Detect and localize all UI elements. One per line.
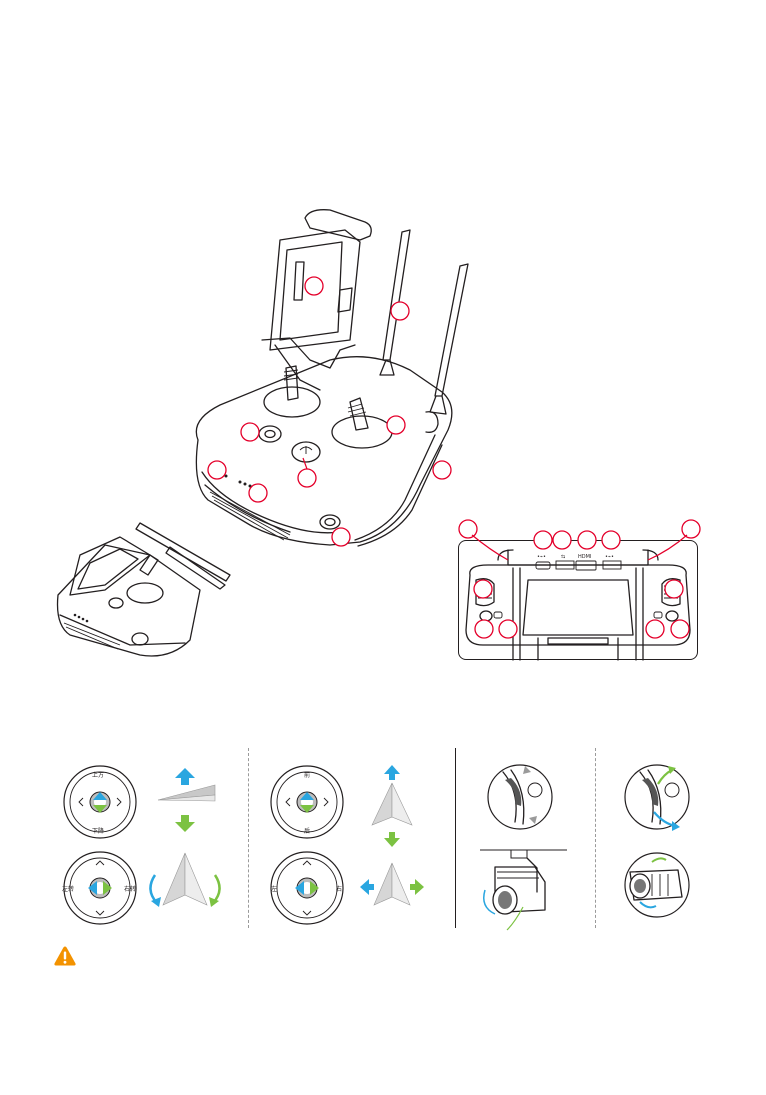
callout-usb-port-rear: [534, 531, 552, 549]
divider-2: [455, 748, 456, 928]
label-roll-right: 右: [336, 885, 342, 893]
callout-device-holder: [305, 277, 323, 295]
stick-panel-left-mode: 上方 下降 左转 右转: [55, 765, 245, 935]
callout-left-stick: [241, 423, 259, 441]
label-yaw-left: 左转: [62, 885, 74, 893]
callout-c1-button: [475, 620, 493, 638]
callout-right-dial: [665, 580, 683, 598]
label-throttle-down: 下降: [92, 827, 104, 835]
controller-side-view: [50, 515, 250, 665]
callout-left-dial: [474, 580, 492, 598]
callout-usb-port-rear-2: [602, 531, 620, 549]
label-throttle-up: 上方: [92, 771, 104, 779]
stick-panel-right-mode: 前 后 左 右: [262, 765, 452, 935]
callout-power-button: [298, 469, 316, 487]
callout-shutter-button: [646, 620, 664, 638]
callout-hdmi-port: [578, 531, 596, 549]
divider-1: [248, 748, 249, 928]
callout-c2-button: [671, 620, 689, 638]
callout-right-shoulder-button: [682, 520, 700, 538]
label-pitch-forward: 前: [304, 771, 310, 779]
label-yaw-right: 右转: [124, 885, 136, 893]
callout-antennas: [391, 302, 409, 320]
callout-left-shoulder-button: [459, 520, 477, 538]
callout-battery-led: [208, 461, 226, 479]
callout-status-led: [249, 484, 267, 502]
callout-micro-usb-port: [553, 531, 571, 549]
label-roll-left: 左: [271, 885, 277, 893]
gimbal-pitch-panel: [475, 762, 585, 932]
rear-callouts: [450, 515, 710, 645]
callout-record-button: [499, 620, 517, 638]
divider-3: [595, 748, 596, 928]
callout-shoulder-dial: [433, 461, 451, 479]
label-pitch-back: 后: [304, 827, 310, 835]
warning-triangle-icon: [53, 945, 77, 967]
callout-right-stick: [387, 416, 405, 434]
callout-usb-port: [332, 528, 350, 546]
gimbal-pan-panel: [610, 762, 720, 932]
main-callouts: [0, 0, 766, 560]
